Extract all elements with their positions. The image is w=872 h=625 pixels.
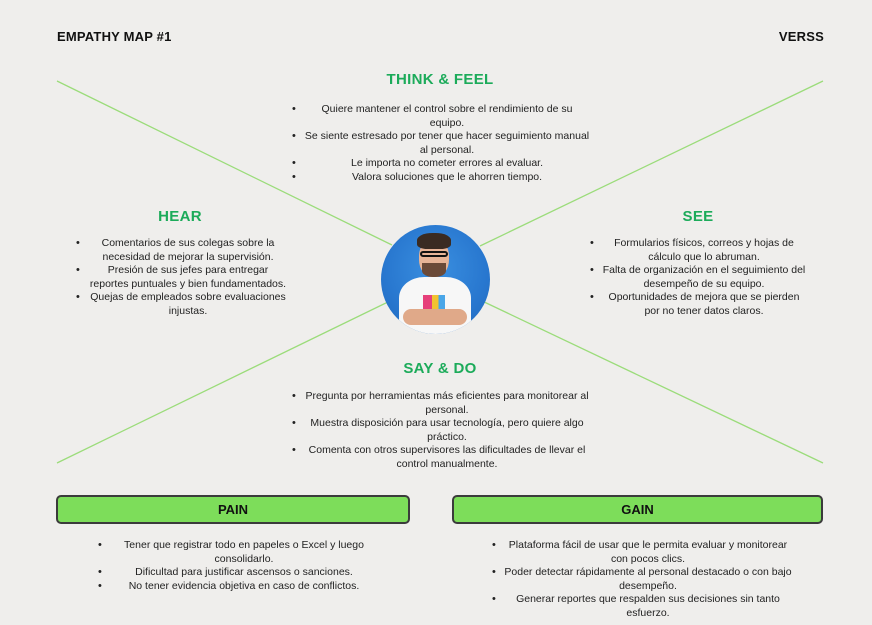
list-item: Poder detectar rápidamente al personal d… (492, 566, 792, 593)
list-item: Plataforma fácil de usar que le permita … (492, 539, 792, 566)
avatar-hair (417, 233, 451, 249)
list-item: Se siente estresado por tener que hacer … (292, 130, 590, 157)
diagonal-line-right-bottom (479, 299, 824, 464)
list-item: Quiere mantener el control sobre el rend… (292, 103, 590, 130)
pain-header-bar: PAIN (56, 495, 410, 524)
pain-list: Tener que registrar todo en papeles o Ex… (98, 539, 378, 593)
say-do-list: Pregunta por herramientas más eficientes… (292, 390, 590, 472)
list-item: Dificultad para justificar ascensos o sa… (98, 566, 378, 580)
gain-list: Plataforma fácil de usar que le permita … (492, 539, 792, 621)
list-item: Muestra disposición para usar tecnología… (292, 417, 590, 444)
avatar-arms (403, 309, 467, 325)
say-do-title: SAY & DO (403, 360, 477, 377)
list-item: Falta de organización en el seguimiento … (590, 264, 806, 291)
list-item: Formularios físicos, correos y hojas de … (590, 237, 806, 264)
gain-header-bar: GAIN (452, 495, 823, 524)
persona-avatar (381, 225, 490, 334)
see-list: Formularios físicos, correos y hojas de … (590, 237, 806, 319)
avatar-glasses (420, 251, 448, 257)
list-item: Valora soluciones que le ahorren tiempo. (292, 171, 590, 185)
hear-list: Comentarios de sus colegas sobre la nece… (76, 237, 288, 319)
list-item: No tener evidencia objetiva en caso de c… (98, 580, 378, 594)
hear-title: HEAR (158, 208, 202, 225)
brand-name: VERSS (778, 29, 824, 44)
list-item: Pregunta por herramientas más eficientes… (292, 390, 590, 417)
list-item: Presión de sus jefes para entregar repor… (76, 264, 288, 291)
diagonal-line-left-top (56, 80, 393, 246)
avatar-beard (422, 263, 446, 277)
diagonal-line-right-top (479, 80, 824, 247)
list-item: Tener que registrar todo en papeles o Ex… (98, 539, 378, 566)
diagonal-line-left-bottom (56, 299, 393, 464)
list-item: Comenta con otros supervisores las dific… (292, 444, 590, 471)
avatar-shirt-print (423, 295, 445, 313)
list-item: Comentarios de sus colegas sobre la nece… (76, 237, 288, 264)
list-item: Le importa no cometer errores al evaluar… (292, 157, 590, 171)
list-item: Oportunidades de mejora que se pierden p… (590, 291, 806, 318)
think-feel-title: THINK & FEEL (386, 71, 494, 88)
list-item: Generar reportes que respalden sus decis… (492, 593, 792, 620)
see-title: SEE (682, 208, 714, 225)
think-feel-list: Quiere mantener el control sobre el rend… (292, 103, 590, 185)
map-title: EMPATHY MAP #1 (57, 29, 172, 44)
list-item: Quejas de empleados sobre evaluaciones i… (76, 291, 288, 318)
